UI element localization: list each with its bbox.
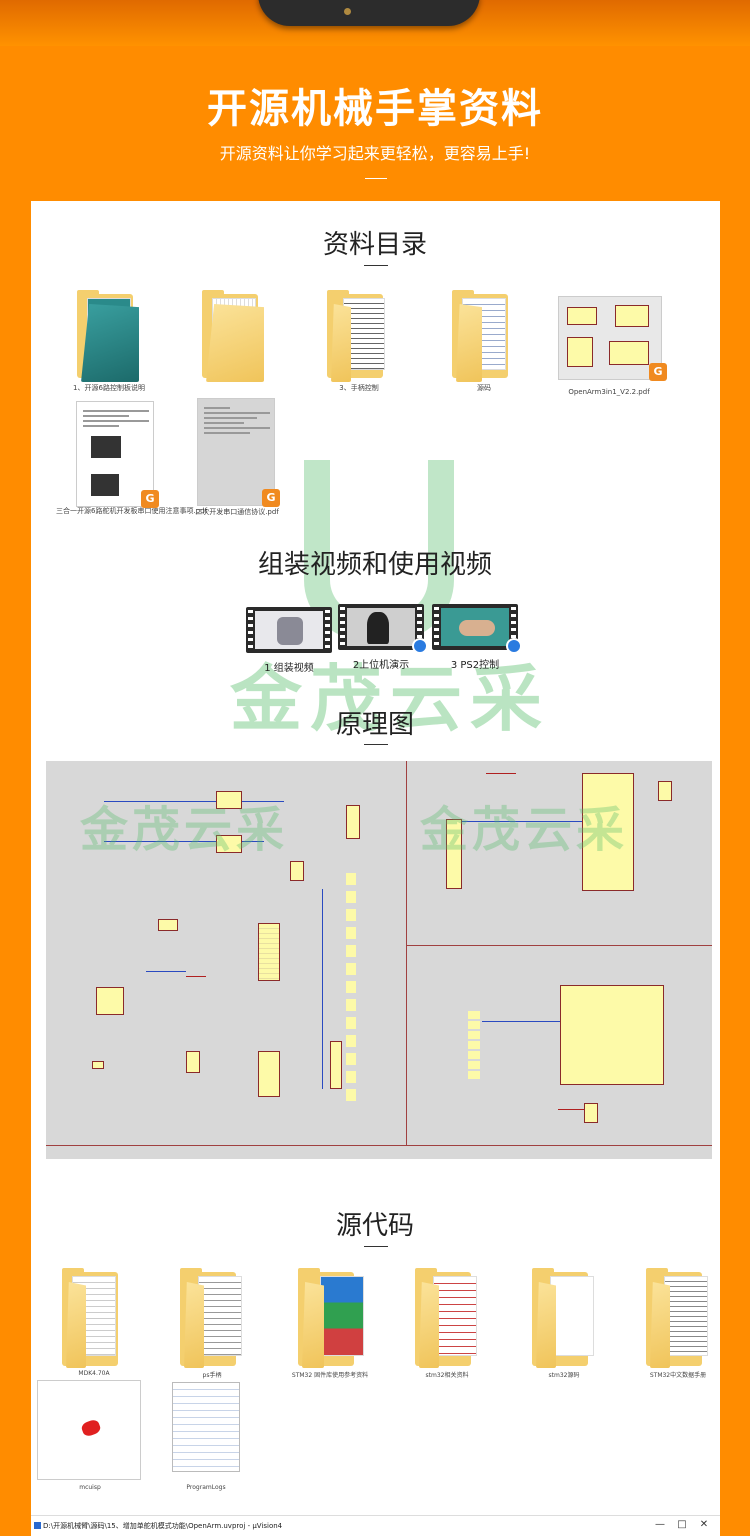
- folder-icon: [528, 1268, 600, 1368]
- folder-icon: [176, 1268, 248, 1368]
- divider: [364, 744, 388, 745]
- file-label: stm32源码: [548, 1372, 580, 1379]
- app-icon: [80, 1418, 102, 1438]
- file-label: 源码: [477, 384, 491, 392]
- file-label: OpenArm3in1_V2.2.pdf: [568, 388, 650, 396]
- watermark-text: 金茂云采: [420, 802, 629, 858]
- video-thumbnail: [432, 604, 522, 654]
- section-title-source: 源代码: [335, 1211, 414, 1241]
- folder-icon: [411, 1268, 483, 1368]
- catalog-folder[interactable]: [178, 290, 290, 384]
- folder-icon: [323, 290, 395, 382]
- pdf-icon: G: [554, 296, 667, 386]
- watermark-text: 金茂云采: [80, 802, 289, 858]
- close-button[interactable]: ✕: [699, 1519, 709, 1530]
- text-file-icon: [172, 1382, 240, 1472]
- device-image: [258, 0, 480, 26]
- video-item[interactable]: 2上位机演示: [338, 604, 428, 671]
- source-folder[interactable]: MDK4.70A: [38, 1268, 150, 1377]
- file-label: ps手柄: [202, 1372, 222, 1379]
- file-label: mcuisp: [79, 1484, 101, 1491]
- catalog-pdf[interactable]: G OpenArm3in1_V2.2.pdf: [553, 296, 667, 397]
- source-folder[interactable]: stm32源码: [508, 1268, 620, 1379]
- watermark-text: 金茂云采: [229, 657, 550, 741]
- folder-icon: [448, 290, 520, 382]
- video-label: 2上位机演示: [352, 660, 410, 671]
- play-icon: [412, 638, 428, 654]
- uvision-icon: [34, 1522, 41, 1529]
- source-file-mcuisp[interactable]: mcuisp: [37, 1380, 141, 1491]
- catalog-folder[interactable]: 1、开源6路控制板说明: [53, 290, 165, 393]
- folder-icon: [58, 1268, 130, 1368]
- source-folder[interactable]: STM32中文数据手册: [622, 1268, 734, 1379]
- file-label: ProgramLogs: [186, 1484, 226, 1491]
- pdf-icon: G: [197, 398, 280, 507]
- pdf-icon: G: [76, 401, 159, 508]
- file-explorer: [36, 1265, 720, 1501]
- source-folder[interactable]: ps手柄: [156, 1268, 268, 1379]
- source-folder[interactable]: stm32相关资料: [391, 1268, 503, 1379]
- file-label: 二次开发串口通信协议.pdf: [195, 508, 279, 516]
- play-icon: [506, 638, 522, 654]
- minimize-button[interactable]: —: [655, 1519, 665, 1530]
- file-label: stm32相关资料: [425, 1372, 469, 1379]
- catalog-folder[interactable]: 3、手柄控制: [303, 290, 415, 393]
- schematic-image: [46, 761, 712, 1159]
- source-folder[interactable]: STM32 固件库使用参考资料: [274, 1268, 386, 1379]
- file-label: 1、开源6路控制板说明: [73, 384, 145, 392]
- section-title-schematic: 原理图: [335, 710, 414, 740]
- catalog-folder[interactable]: 源码: [428, 290, 540, 393]
- file-label: 3、手柄控制: [339, 384, 379, 392]
- page-title: 开源机械手掌资料: [207, 86, 543, 132]
- video-item[interactable]: 3 PS2控制: [432, 604, 522, 671]
- file-label: 三合一开源6路舵机开发板串口使用注意事项.pdf: [56, 507, 208, 515]
- divider: [364, 265, 388, 266]
- section-title-videos: 组装视频和使用视频: [257, 550, 492, 580]
- page-subtitle: 开源资料让你学习起来更轻松，更容易上手!: [219, 144, 531, 163]
- video-thumbnail: [246, 607, 332, 653]
- maximize-button[interactable]: □: [677, 1519, 687, 1530]
- file-label: STM32 固件库使用参考资料: [291, 1372, 369, 1379]
- folder-icon: [642, 1268, 714, 1368]
- section-title-catalog: 资料目录: [322, 230, 427, 260]
- catalog-pdf[interactable]: G 二次开发串口通信协议.pdf: [182, 398, 292, 517]
- file-label: MDK4.70A: [78, 1370, 110, 1377]
- video-thumbnail: [338, 604, 428, 654]
- folder-icon: [198, 290, 270, 382]
- top-banner: [0, 0, 750, 46]
- file-label: STM32中文数据手册: [649, 1372, 707, 1379]
- divider: [365, 178, 387, 179]
- window-titlebar: D:\开源机械臂\源码\15、增加单舵机模式功能\OpenArm.uvproj …: [31, 1515, 720, 1536]
- video-label: 3 PS2控制: [450, 660, 500, 671]
- catalog-pdf[interactable]: G 三合一开源6路舵机开发板串口使用注意事项.pdf: [56, 401, 208, 516]
- bolt-icon: [344, 8, 351, 15]
- folder-icon: [73, 290, 145, 382]
- window-title: D:\开源机械臂\源码\15、增加单舵机模式功能\OpenArm.uvproj …: [43, 1522, 283, 1530]
- divider: [364, 1246, 388, 1247]
- video-item[interactable]: 1 组装视频: [246, 607, 332, 674]
- video-label: 1 组装视频: [264, 663, 314, 674]
- folder-icon: [294, 1268, 366, 1368]
